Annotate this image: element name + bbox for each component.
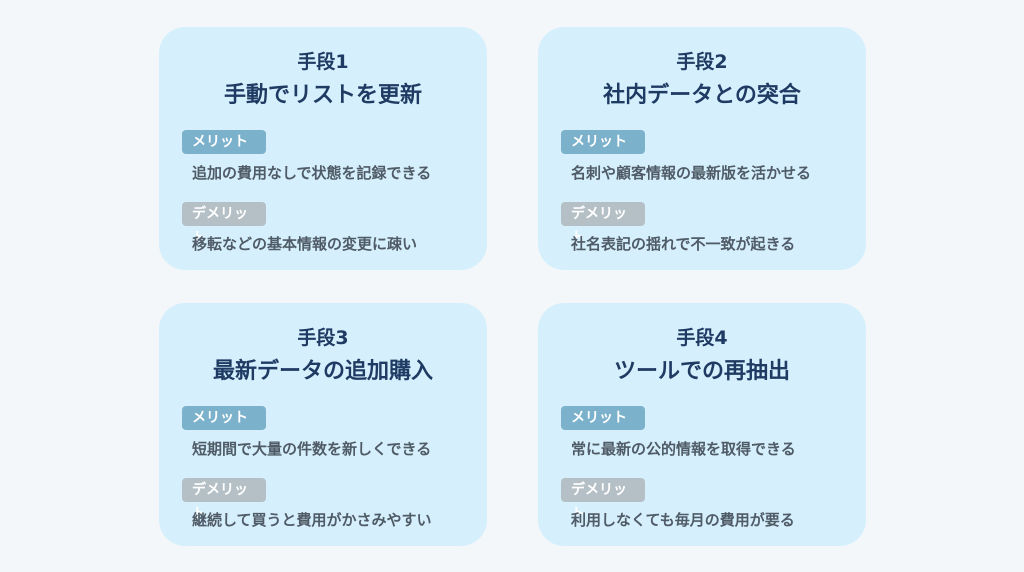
merit-tag: メリット [182,406,266,430]
demerit-tag: デメリット [561,202,645,246]
merit-tag: メリット [561,406,645,430]
method-card-1: 手段1 手動でリストを更新 メリット 追加の費用なしで状態を記録できる デメリッ… [159,27,487,270]
step-label: 手段1 [297,51,349,73]
method-card-4: 手段4 ツールでの再抽出 メリット 常に最新の公的情報を取得できる デメリット … [538,303,866,546]
merit-text: 追加の費用なしで状態を記録できる [192,164,432,182]
step-label: 手段3 [297,327,349,349]
method-card-3: 手段3 最新データの追加購入 メリット 短期間で大量の件数を新しくできる デメリ… [159,303,487,546]
demerit-tag: デメリット [182,478,266,522]
demerit-text: 移転などの基本情報の変更に疎い [192,235,418,253]
method-name: ツールでの再抽出 [613,359,790,384]
card-title: 手段4 ツールでの再抽出 [538,321,866,389]
method-card-2: 手段2 社内データとの突合 メリット 名刺や顧客情報の最新版を活かせる デメリッ… [538,27,866,270]
step-label: 手段4 [676,327,728,349]
card-title: 手段1 手動でリストを更新 [159,45,487,113]
demerit-text: 継続して買うと費用がかさみやすい [192,511,432,529]
methods-grid: 手段1 手動でリストを更新 メリット 追加の費用なしで状態を記録できる デメリッ… [159,27,866,547]
demerit-text: 利用しなくても毎月の費用が要る [571,511,795,529]
merit-tag: メリット [182,130,266,154]
card-title: 手段3 最新データの追加購入 [159,321,487,389]
method-name: 手動でリストを更新 [223,83,422,108]
step-label: 手段2 [676,51,728,73]
card-title: 手段2 社内データとの突合 [538,45,866,113]
demerit-tag: デメリット [561,478,645,522]
method-name: 最新データの追加購入 [212,359,433,384]
merit-text: 常に最新の公的情報を取得できる [571,440,796,458]
merit-text: 名刺や顧客情報の最新版を活かせる [571,164,812,182]
demerit-tag: デメリット [182,202,266,246]
method-name: 社内データとの突合 [603,83,801,108]
merit-tag: メリット [561,130,645,154]
merit-text: 短期間で大量の件数を新しくできる [192,440,432,458]
demerit-text: 社名表記の揺れで不一致が起きる [571,235,796,253]
